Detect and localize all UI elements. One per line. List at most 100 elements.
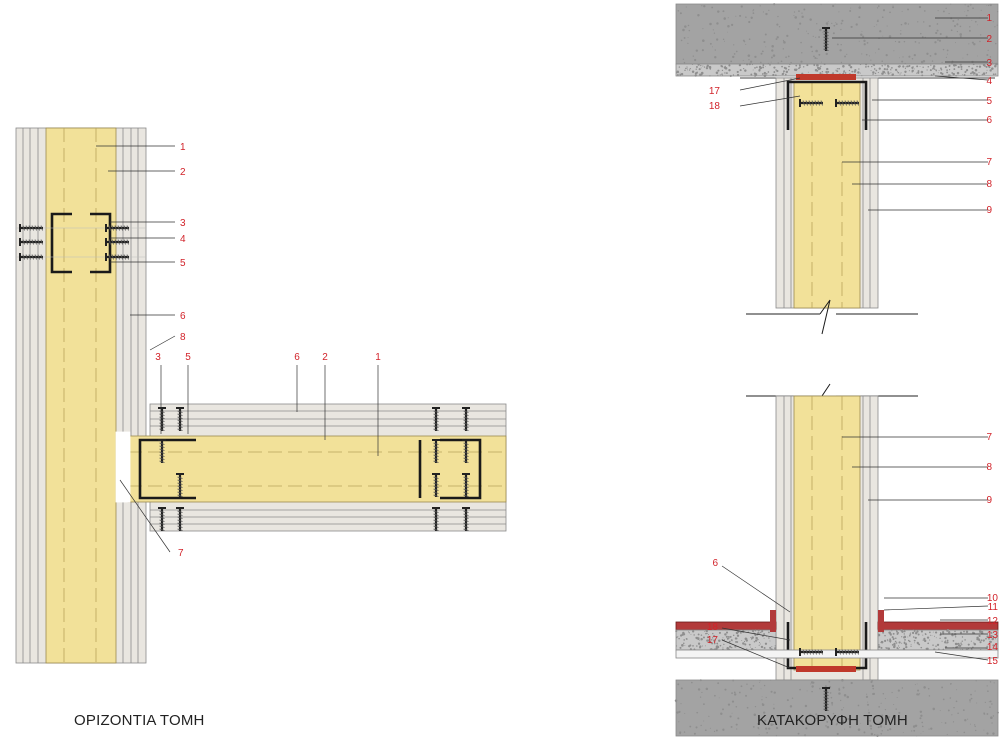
concrete-grain-grain	[730, 60, 733, 63]
screed-grain-grain	[968, 65, 970, 68]
concrete-grain-grain	[907, 23, 910, 25]
callout-vt-4: 4	[986, 76, 992, 87]
concrete-grain-grain	[870, 732, 874, 736]
screed-grain-grain	[899, 73, 901, 75]
concrete-grain-grain	[883, 726, 885, 728]
concrete-grain-grain	[711, 46, 713, 48]
screed-grain-grain	[976, 65, 978, 68]
concrete-grain-grain	[887, 716, 890, 719]
screed-grain-grain	[872, 71, 875, 74]
concrete-grain-grain	[803, 8, 806, 11]
screw-thread	[823, 42, 829, 45]
concrete-grain-grain	[913, 729, 916, 732]
screed-grain-grain	[944, 66, 947, 69]
screw-thread	[838, 100, 841, 106]
screed-grain-grain	[895, 642, 898, 644]
screw-thread	[108, 254, 111, 260]
screed-grain-grain	[914, 632, 918, 635]
screed-grain-grain	[697, 642, 701, 645]
callout-vb-18-leader	[721, 627, 791, 641]
concrete-grain-grain	[701, 49, 704, 52]
screed-grain-grain	[996, 634, 998, 636]
screed-grain-grain	[695, 68, 697, 70]
concrete-grain-grain	[759, 680, 761, 682]
screw-thread	[856, 100, 859, 106]
screed-grain-grain	[768, 637, 770, 639]
concrete-grain-grain	[800, 720, 803, 723]
concrete-grain-grain	[836, 43, 839, 46]
concrete-grain-grain	[914, 684, 916, 686]
screed-grain-grain	[909, 633, 912, 635]
screed-grain-grain	[858, 68, 860, 70]
concrete-grain-grain	[871, 679, 874, 682]
concrete-grain-grain	[913, 53, 916, 57]
screw-thread	[177, 519, 183, 522]
concrete-grain-grain	[885, 53, 888, 57]
concrete-grain-grain	[898, 57, 900, 59]
screed-grain-grain	[781, 72, 784, 76]
concrete-grain-grain	[924, 10, 926, 12]
screed-grain-grain	[676, 74, 679, 76]
screed-grain-grain	[706, 639, 709, 642]
screed-grain-grain	[944, 641, 947, 644]
concrete-grain-grain	[731, 23, 734, 26]
concrete-grain-grain	[861, 53, 863, 55]
screed-grain-grain	[773, 66, 776, 69]
concrete-grain-grain	[748, 38, 751, 41]
screed-grain-grain	[996, 643, 998, 645]
screed-grain-grain	[686, 67, 688, 69]
wall-screw	[462, 507, 470, 531]
screw-thread	[159, 457, 165, 460]
screed-grain-grain	[903, 633, 905, 635]
u-track-horizontal	[138, 438, 196, 500]
concrete-grain-grain	[683, 36, 686, 39]
concrete-grain-grain	[971, 19, 973, 21]
screed-grain-grain	[935, 69, 938, 72]
concrete-grain-grain	[784, 713, 786, 716]
concrete-grain-grain	[701, 691, 703, 694]
screw-thread	[463, 482, 469, 485]
screed-grain-grain	[802, 66, 805, 68]
concrete-grain-grain	[987, 49, 989, 51]
screed-grain-grain	[698, 68, 701, 71]
screw-head	[105, 224, 107, 232]
screed-grain-grain	[896, 630, 898, 632]
concrete-grain-grain	[969, 699, 971, 701]
concrete-grain-grain	[735, 50, 738, 53]
screw-thread	[433, 442, 439, 445]
callout-vt-17-leader	[739, 77, 801, 91]
screw-thread	[463, 525, 469, 528]
screed-grain-grain	[912, 636, 915, 638]
concrete-grain-grain	[786, 34, 789, 38]
screw-thread	[433, 451, 439, 454]
concrete-grain-grain	[974, 690, 976, 692]
screed-grain-grain	[688, 645, 691, 648]
screw-thread	[37, 225, 40, 231]
screed-grain-grain	[905, 642, 907, 644]
screed-grain-grain	[908, 70, 910, 72]
screed-grain-grain	[874, 72, 877, 75]
concrete-grain-grain	[806, 690, 808, 692]
screed-grain-grain	[741, 640, 743, 642]
concrete-grain-grain	[900, 23, 903, 26]
screw-head	[462, 439, 470, 441]
concrete-grain-grain	[948, 12, 950, 15]
screed-grain-grain	[923, 639, 927, 643]
screed-grain-grain	[784, 73, 787, 76]
screed-grain-grain	[920, 646, 923, 649]
callout-vb-10: 10	[987, 593, 999, 604]
screw-thread	[177, 419, 183, 422]
screed-grain-grain	[713, 642, 716, 645]
concrete-grain-grain	[739, 14, 742, 17]
screw-thread	[463, 425, 469, 428]
concrete-grain-grain	[724, 688, 727, 691]
concrete-grain-grain	[770, 56, 773, 59]
screed-grain-grain	[877, 71, 879, 74]
concrete-grain-grain	[991, 61, 994, 63]
concrete-grain-grain	[842, 720, 845, 723]
screed-grain-grain	[994, 638, 997, 640]
screed-grain-grain	[891, 636, 894, 639]
concrete-grain-grain	[848, 725, 852, 729]
concrete-grain-grain	[732, 55, 735, 59]
screw-thread	[433, 422, 439, 425]
